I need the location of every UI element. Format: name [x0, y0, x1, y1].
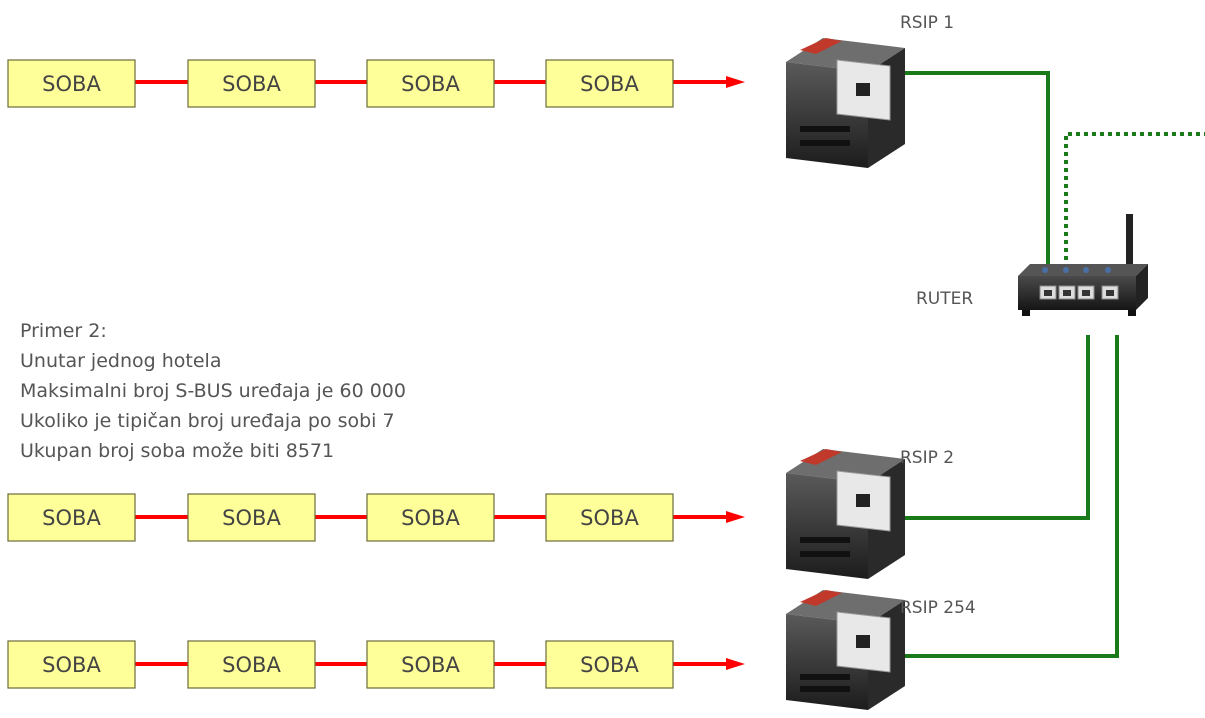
room-box: SOBA [7, 59, 136, 108]
room-box: SOBA [187, 59, 316, 108]
rsip-1-label: RSIP 1 [900, 13, 954, 33]
room-box: SOBA [545, 493, 674, 542]
info-line: Unutar jednog hotela [20, 350, 222, 372]
svg-text:SOBA: SOBA [222, 506, 281, 530]
room-box: SOBA [545, 640, 674, 689]
router-label: RUTER [916, 289, 973, 309]
info-line: Maksimalni broj S-BUS uređaja je 60 000 [20, 380, 406, 402]
room-box: SOBA [7, 493, 136, 542]
rsip-device-icon [786, 449, 905, 579]
cable-uplink-dotted [1064, 132, 1205, 268]
room-row-1: SOBA SOBA SOBA SOBA [7, 59, 745, 108]
svg-text:SOBA: SOBA [222, 72, 281, 96]
room-row-3: SOBA SOBA SOBA SOBA [7, 640, 745, 689]
svg-text:SOBA: SOBA [42, 653, 101, 677]
svg-text:SOBA: SOBA [580, 653, 639, 677]
network-cables [905, 71, 1205, 658]
svg-text:SOBA: SOBA [42, 506, 101, 530]
bus-arrow [726, 76, 745, 88]
svg-text:SOBA: SOBA [401, 72, 460, 96]
svg-text:SOBA: SOBA [222, 653, 281, 677]
info-line: Ukoliko je tipičan broj uređaja po sobi … [20, 410, 395, 432]
room-box: SOBA [545, 59, 674, 108]
room-box: SOBA [187, 493, 316, 542]
bus-arrow [726, 511, 745, 523]
room-box: SOBA [366, 59, 495, 108]
rsip-device-icon [786, 38, 905, 168]
cable-rsip1 [905, 71, 1050, 268]
svg-text:SOBA: SOBA [580, 72, 639, 96]
info-text-block: Primer 2: Unutar jednog hotela Maksimaln… [20, 316, 406, 466]
cable-rsip2 [905, 335, 1090, 520]
svg-text:SOBA: SOBA [401, 653, 460, 677]
bus-arrow [726, 658, 745, 670]
rsip-254-label: RSIP 254 [900, 598, 976, 618]
svg-text:SOBA: SOBA [42, 72, 101, 96]
room-box: SOBA [366, 640, 495, 689]
info-line: Ukupan broj soba može biti 8571 [20, 440, 335, 462]
rsip-device-icon [786, 590, 905, 710]
room-box: SOBA [366, 493, 495, 542]
room-row-2: SOBA SOBA SOBA SOBA [7, 493, 745, 542]
cable-rsip254 [905, 335, 1119, 658]
room-box: SOBA [187, 640, 316, 689]
room-box: SOBA [7, 640, 136, 689]
router-icon [1018, 214, 1148, 316]
rsip-2-label: RSIP 2 [900, 448, 954, 468]
svg-text:SOBA: SOBA [401, 506, 460, 530]
svg-text:SOBA: SOBA [580, 506, 639, 530]
info-line: Primer 2: [20, 320, 107, 342]
